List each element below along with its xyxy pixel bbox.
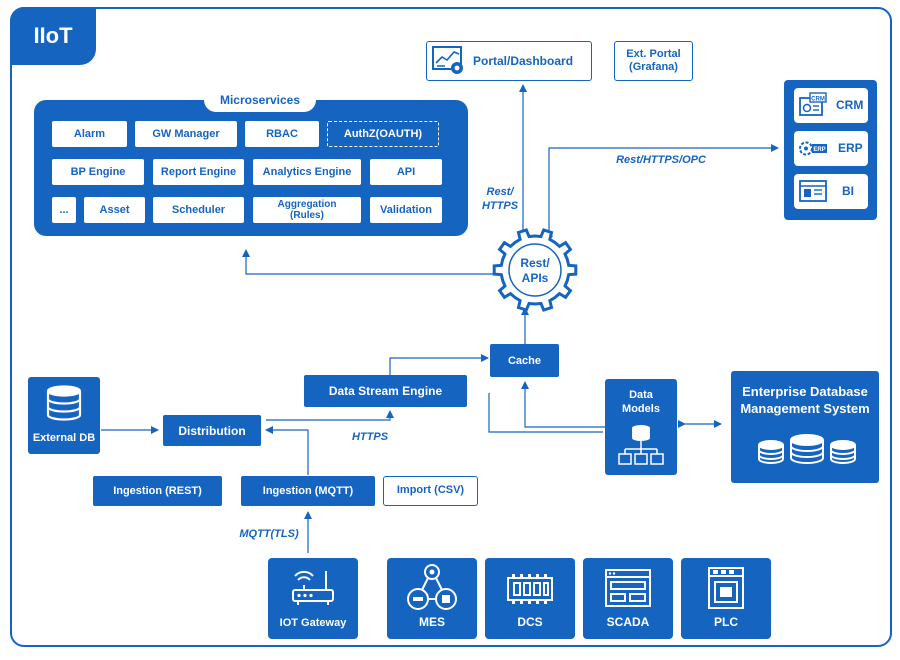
service-scheduler[interactable]: Scheduler — [153, 197, 244, 223]
app-crm[interactable]: CRM CRM — [794, 88, 868, 123]
service-more[interactable]: ... — [52, 197, 76, 223]
iiot-frame — [10, 7, 892, 647]
service-asset[interactable]: Asset — [84, 197, 145, 223]
enterprise-dbms-label: Enterprise Database Management System — [731, 384, 879, 418]
device-plc-label: PLC — [714, 615, 738, 629]
crm-icon: CRM — [799, 92, 827, 116]
enterprise-dbms-box[interactable]: Enterprise Database Management System — [731, 371, 879, 483]
database-icon — [758, 434, 856, 464]
service-report-engine[interactable]: Report Engine — [153, 159, 244, 185]
rest-https-line1: Rest/ — [486, 186, 514, 198]
page-title: IIoT — [10, 7, 96, 65]
erp-icon: ERP — [799, 141, 827, 156]
ingestion-mqtt-box[interactable]: Ingestion (MQTT) — [241, 476, 375, 506]
import-csv-box[interactable]: Import (CSV) — [383, 476, 478, 506]
service-alarm[interactable]: Alarm — [52, 121, 127, 147]
data-models-box[interactable]: Data Models — [605, 379, 677, 475]
https-label: HTTPS — [351, 431, 389, 443]
svg-text:CRM: CRM — [811, 97, 825, 103]
rest-https-line2: HTTPS — [481, 199, 519, 212]
app-bi[interactable]: BI — [794, 174, 868, 209]
rest-https-label: Rest/ HTTPS — [478, 186, 522, 214]
router-icon — [292, 570, 334, 605]
scada-icon — [605, 569, 651, 607]
service-rbac[interactable]: RBAC — [245, 121, 319, 147]
mes-icon — [407, 564, 457, 610]
ingestion-rest-box[interactable]: Ingestion (REST) — [93, 476, 222, 506]
external-db-label: External DB — [32, 432, 96, 444]
bi-icon — [799, 180, 827, 202]
rest-apis-line1: Rest/ — [520, 256, 550, 270]
rest-apis-line2: APIs — [521, 271, 549, 285]
rest-https-opc-label: Rest/HTTPS/OPC — [616, 154, 706, 166]
app-erp[interactable]: ERP ERP — [794, 131, 868, 166]
dcs-icon — [507, 574, 553, 604]
plc-icon — [708, 567, 744, 609]
service-api[interactable]: API — [370, 159, 442, 185]
data-models-line1: Data — [629, 389, 653, 401]
device-plc[interactable]: PLC — [681, 558, 771, 639]
service-validation[interactable]: Validation — [370, 197, 442, 223]
device-iot-gateway-label: IOT Gateway — [279, 617, 347, 629]
ext-portal-box[interactable]: Ext. Portal (Grafana) — [614, 41, 693, 81]
device-dcs[interactable]: DCS — [485, 558, 575, 639]
svg-text:ERP: ERP — [813, 147, 825, 153]
device-dcs-label: DCS — [517, 615, 543, 629]
service-bp-engine[interactable]: BP Engine — [52, 159, 144, 185]
service-gw-manager[interactable]: GW Manager — [135, 121, 237, 147]
app-erp-label: ERP — [838, 141, 863, 155]
data-stream-engine-box[interactable]: Data Stream Engine — [304, 375, 467, 407]
app-crm-label: CRM — [836, 98, 864, 112]
mqtt-tls-label: MQTT(TLS) — [239, 528, 299, 540]
distribution-box[interactable]: Distribution — [163, 415, 261, 446]
data-models-line2: Models — [622, 402, 660, 415]
cache-box[interactable]: Cache — [490, 344, 559, 377]
service-authz-oauth[interactable]: AuthZ(OAUTH) — [327, 121, 439, 147]
data-models-icon — [618, 425, 664, 465]
service-aggregation-rules[interactable]: Aggregation (Rules) — [253, 197, 361, 223]
device-mes-label: MES — [418, 615, 445, 629]
data-models-label: Data Models — [605, 389, 677, 417]
app-bi-label: BI — [842, 184, 854, 198]
rest-apis-label: Rest/ APIs — [505, 256, 565, 286]
service-analytics-engine[interactable]: Analytics Engine — [253, 159, 361, 185]
external-db-box[interactable]: External DB — [28, 377, 100, 454]
dashboard-icon — [432, 46, 463, 74]
enterprise-dbms-line2: Management System — [740, 400, 870, 416]
device-mes[interactable]: MES — [387, 558, 477, 639]
database-icon — [46, 385, 82, 421]
portal-dashboard-box[interactable]: Portal/Dashboard — [426, 41, 592, 81]
device-scada[interactable]: SCADA — [583, 558, 673, 639]
device-iot-gateway[interactable]: IOT Gateway — [268, 558, 358, 639]
ext-portal-line2: (Grafana) — [629, 61, 678, 73]
device-scada-label: SCADA — [606, 615, 650, 629]
microservices-label: Microservices — [204, 88, 316, 112]
gear-icon[interactable] — [490, 227, 580, 313]
enterprise-dbms-line1: Enterprise Database — [742, 384, 868, 399]
portal-dashboard-label: Portal/Dashboard — [473, 53, 574, 68]
ext-portal-line1: Ext. Portal — [626, 47, 681, 60]
